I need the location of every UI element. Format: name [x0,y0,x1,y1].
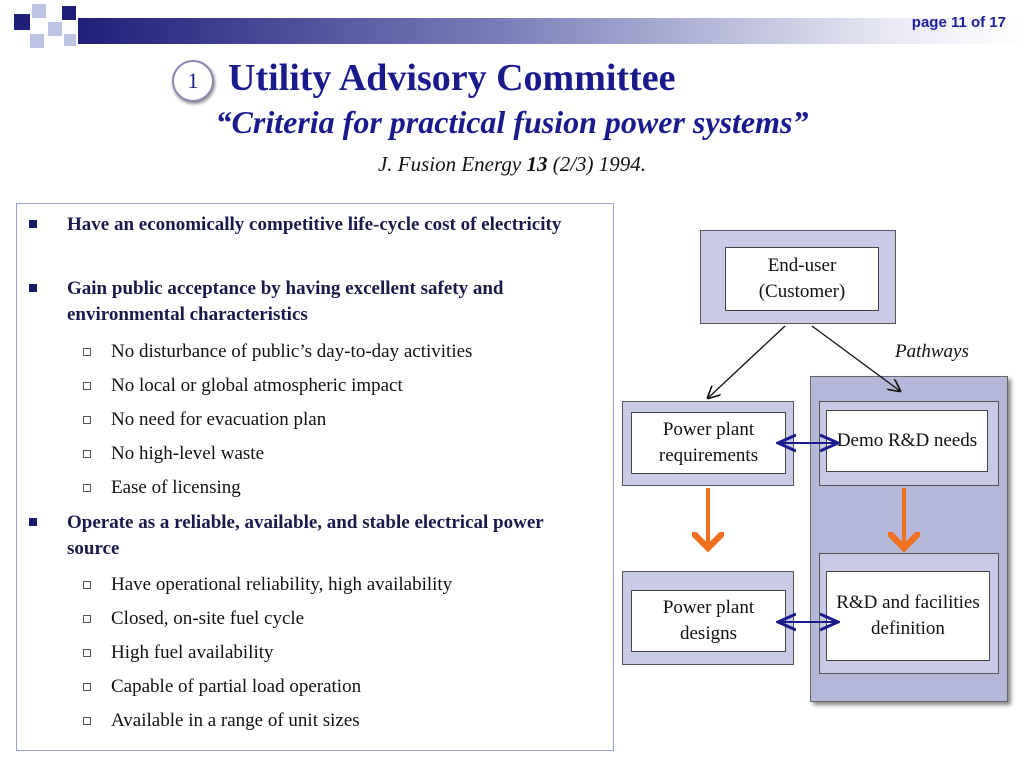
criteria-panel: Have an economically competitive life-cy… [16,203,614,751]
header-square-4 [30,34,44,48]
citation-journal: J. Fusion Energy [377,152,527,176]
list-item: Available in a range of unit sizes [83,708,613,734]
list-item: Have operational reliability, high avail… [83,572,613,598]
pathways-label: Pathways [895,341,969,362]
citation-volume: 13 [526,152,548,176]
header-square-2 [32,4,46,18]
list-item: Capable of partial load operation [83,674,613,700]
list-item: High fuel availability [83,640,613,666]
bullet-square-icon [29,284,37,292]
list-item: No local or global atmospheric impact [83,373,613,399]
bullet-economics: Have an economically competitive life-cy… [29,212,599,238]
hollow-square-icon [83,649,91,657]
designs-box: Power plant designs [631,590,786,652]
list-item: No high-level waste [83,441,613,467]
rd-facilities-box: R&D and facilities definition [826,571,990,661]
header-square-3 [48,22,62,36]
list-item: Closed, on-site fuel cycle [83,606,613,632]
demo-box: Demo R&D needs [826,410,988,472]
citation: J. Fusion Energy 13 (2/3) 1994. [0,152,1024,177]
end-user-box: End-user (Customer) [725,247,879,311]
list-item: No need for evacuation plan [83,407,613,433]
header-square-1 [14,14,30,30]
hollow-square-icon [83,450,91,458]
bullet-reliability: Operate as a reliable, available, and st… [29,510,599,562]
hollow-square-icon [83,382,91,390]
arrow-to-demo [811,325,900,391]
bullet-square-icon [29,518,37,526]
page-subtitle: “Criteria for practical fusion power sys… [215,104,809,140]
header-square-5 [62,6,76,20]
hollow-square-icon [83,484,91,492]
requirements-box: Power plant requirements [631,412,786,474]
header-gradient-bar [78,18,1024,44]
page-number: page 11 of 17 [911,14,1006,31]
hollow-square-icon [83,416,91,424]
bullet-public-acceptance: Gain public acceptance by having excelle… [29,276,599,328]
list-item: Ease of licensing [83,475,613,501]
slide-badge: 1 [172,60,214,102]
page-title: Utility Advisory Committee [228,57,676,99]
bullet-square-icon [29,220,37,228]
hollow-square-icon [83,717,91,725]
list-item: No disturbance of public’s day-to-day ac… [83,339,613,365]
header-square-6 [64,34,76,46]
hollow-square-icon [83,683,91,691]
arrow-to-requirements [708,325,786,398]
citation-rest: (2/3) 1994. [547,152,647,176]
hollow-square-icon [83,581,91,589]
hollow-square-icon [83,348,91,356]
hollow-square-icon [83,615,91,623]
